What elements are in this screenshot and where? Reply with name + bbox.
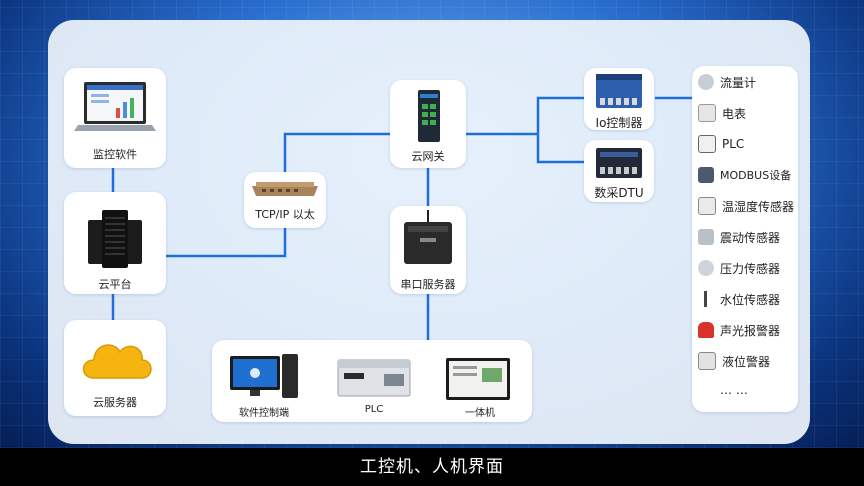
cloud-server-node: 云服务器: [64, 320, 166, 416]
line-bus-dtu: [536, 134, 584, 164]
dtu-device-icon: [596, 148, 642, 178]
list-item: … …: [720, 380, 748, 400]
line-tcpip-gateway: [283, 132, 390, 172]
water-level-sensor-icon: [698, 291, 714, 307]
monitor-software-label: 监控软件: [93, 148, 137, 161]
desktop-pc-icon: [230, 354, 298, 398]
data-dtu-label: 数采DTU: [594, 186, 644, 200]
list-item: 震动传感器: [698, 227, 780, 247]
connector-lines: [111, 96, 692, 340]
tcpip-label: TCP/IP 以太: [255, 208, 315, 221]
line-cloud-tcpip: [165, 228, 287, 258]
device-label: … …: [720, 383, 748, 397]
cloud-platform-node: 云平台: [64, 192, 166, 294]
cloud-server-label: 云服务器: [93, 396, 137, 409]
electric-meter-icon: [698, 104, 716, 122]
flowmeter-icon: [698, 74, 714, 90]
cloud-icon: [82, 344, 152, 379]
io-controller-device-icon: [596, 74, 642, 108]
line-bus-io: [536, 96, 584, 134]
plc-small-icon: [698, 135, 716, 153]
all-in-one-label: 一体机: [465, 408, 495, 419]
software-client-label: 软件控制端: [239, 408, 289, 419]
device-label: 温湿度传感器: [722, 199, 795, 214]
plc-device-icon: [337, 359, 411, 397]
serial-server-node: 串口服务器: [390, 206, 466, 294]
list-item: 压力传感器: [698, 258, 780, 278]
list-item: 水位传感器: [698, 289, 780, 309]
list-item: 流量计: [698, 72, 756, 92]
caption-bar: 工控机、人机界面: [0, 448, 864, 486]
io-controller-node: Io控制器: [584, 68, 654, 130]
pressure-sensor-icon: [698, 260, 714, 276]
device-list: 流量计 电表 PLC MODBUS设备 温湿度传感器 震动传感器 压力传感器 水…: [692, 66, 798, 412]
device-label: 电表: [722, 106, 747, 121]
list-item: 液位警器: [698, 351, 770, 371]
cloud-platform-label: 云平台: [98, 278, 132, 291]
list-item: 电表: [698, 103, 746, 123]
serial-server-label: 串口服务器: [400, 278, 456, 291]
serial-server-device-icon: [404, 210, 452, 264]
liquid-level-alarm-icon: [698, 352, 716, 370]
monitor-software-node: 监控软件: [64, 68, 166, 168]
data-dtu-node: 数采DTU: [584, 140, 654, 202]
device-label: 震动传感器: [720, 230, 781, 245]
vibration-sensor-icon: [698, 229, 714, 245]
list-item: 温湿度传感器: [698, 196, 794, 216]
device-label: 水位传感器: [720, 292, 781, 307]
modbus-device-icon: [698, 167, 714, 183]
plc-label: PLC: [364, 404, 384, 415]
gateway-device-icon: [418, 90, 440, 142]
cloud-gateway-label: 云网关: [411, 150, 445, 163]
switch-icon: [252, 182, 318, 196]
device-label: PLC: [722, 137, 745, 151]
device-label: 压力传感器: [720, 261, 781, 276]
list-item: PLC: [698, 134, 744, 154]
list-item: 声光报警器: [698, 320, 780, 340]
alarm-light-icon: [698, 322, 714, 338]
cloud-gateway-node: 云网关: [390, 80, 466, 168]
tcpip-node: TCP/IP 以太: [244, 172, 326, 228]
io-controller-label: Io控制器: [595, 116, 643, 130]
all-in-one-icon: [446, 358, 510, 400]
caption-text: 工控机、人机界面: [360, 457, 504, 477]
temperature-humidity-sensor-icon: [698, 197, 716, 215]
device-label: MODBUS设备: [720, 169, 792, 182]
laptop-icon: [74, 82, 156, 131]
device-label: 液位警器: [722, 354, 771, 369]
terminal-group: 软件控制端 PLC 一体机: [212, 340, 532, 422]
device-label: 声光报警器: [720, 323, 781, 338]
device-label: 流量计: [720, 75, 757, 90]
server-rack-icon: [88, 210, 142, 268]
list-item: MODBUS设备: [698, 165, 791, 185]
